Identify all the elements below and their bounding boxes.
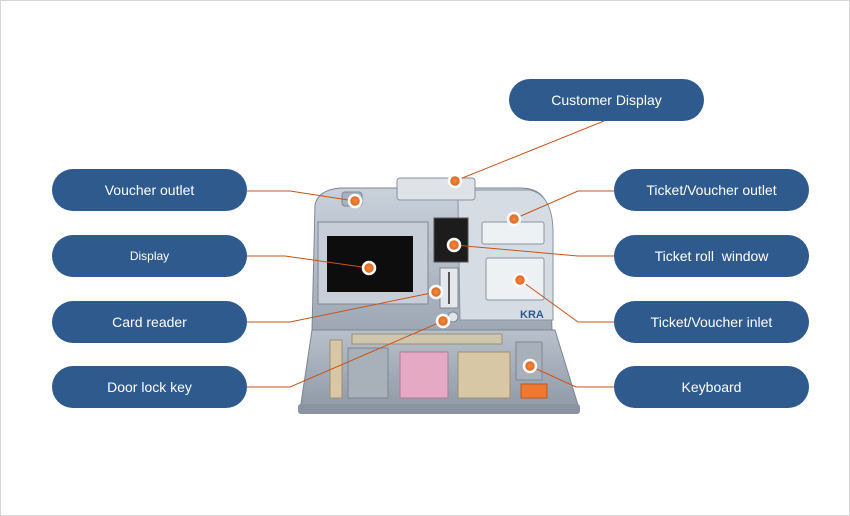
leader-ticket-voucher-outlet [513, 190, 614, 220]
leader-ticket-voucher-inlet [519, 279, 614, 323]
device-logo: KRA [520, 309, 544, 321]
marker-voucher-outlet [347, 193, 363, 209]
leader-lines [247, 120, 614, 388]
marker-ticket-voucher-inlet [512, 272, 528, 288]
leader-ticket-roll-window [453, 244, 614, 257]
markers [347, 173, 538, 374]
label-card-reader: Card reader [52, 301, 247, 343]
label-voucher-outlet: Voucher outlet [52, 169, 247, 211]
marker-door-lock-key [435, 313, 451, 329]
keys-top-row [351, 333, 503, 345]
label-ticket-roll-window: Ticket roll window [614, 235, 809, 277]
label-ticket-voucher-inlet: Ticket/Voucher inlet [614, 301, 809, 343]
keys-pink-block [399, 351, 449, 399]
keys-left-block [329, 339, 389, 399]
label-display: Display [52, 235, 247, 277]
label-ticket-voucher-outlet: Ticket/Voucher outlet [614, 169, 809, 211]
leader-keyboard [529, 365, 614, 388]
leader-voucher-outlet [247, 190, 356, 202]
marker-customer-display [447, 173, 463, 189]
marker-ticket-voucher-outlet [506, 211, 522, 227]
marker-card-reader [428, 284, 444, 300]
leader-card-reader [247, 291, 437, 323]
label-door-lock-key: Door lock key [52, 366, 247, 408]
leader-display [247, 255, 370, 269]
marker-ticket-roll-window [446, 237, 462, 253]
marker-keyboard [522, 358, 538, 374]
marker-display [361, 260, 377, 276]
keys-right-block [457, 351, 511, 399]
label-customer-display: Customer Display [509, 79, 704, 121]
leader-door-lock-key [247, 320, 444, 388]
keyboard-front-edge [298, 404, 580, 414]
label-keyboard: Keyboard [614, 366, 809, 408]
enter-key [520, 383, 548, 399]
customer-display-unit [396, 177, 476, 201]
leader-customer-display [454, 120, 605, 182]
